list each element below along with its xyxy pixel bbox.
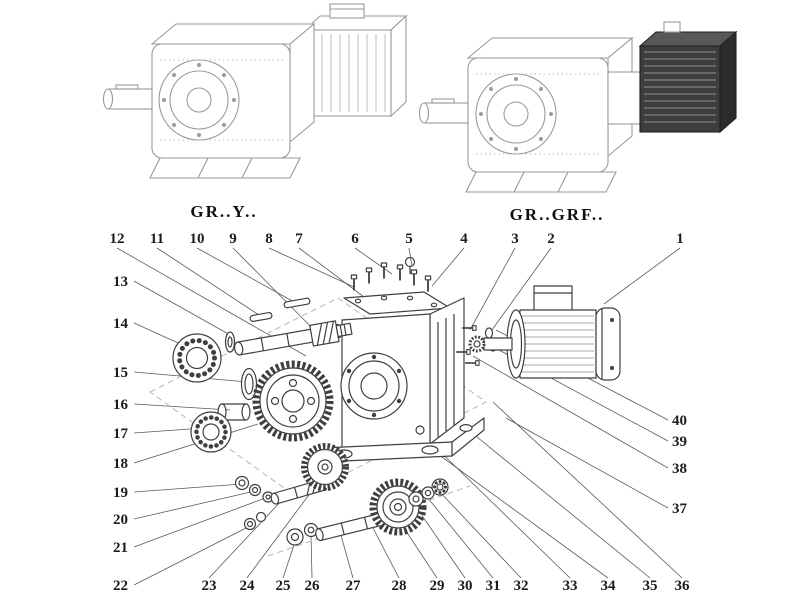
callout-40: 40 <box>672 413 687 429</box>
callout-34: 34 <box>601 578 617 594</box>
callout-11: 11 <box>150 231 164 247</box>
fan-cowl <box>595 307 621 381</box>
callout-37: 37 <box>672 501 688 517</box>
callout-38: 38 <box>672 461 687 477</box>
electric-motor <box>468 285 621 381</box>
callout-29: 29 <box>430 578 445 594</box>
callout-12: 12 <box>110 231 125 247</box>
motor-shaft <box>483 337 513 351</box>
callout-21: 21 <box>113 540 128 556</box>
callout-16: 16 <box>113 397 129 413</box>
bore-opening <box>340 352 408 420</box>
callout-30: 30 <box>458 578 473 594</box>
washers-circlips <box>234 475 274 531</box>
drain-plug <box>415 425 425 435</box>
model-title-left: GR..Y.. <box>190 202 257 221</box>
assembled-view-gr-grf <box>418 21 738 193</box>
callout-24: 24 <box>240 578 256 594</box>
motor-block <box>639 45 721 133</box>
callout-14: 14 <box>113 316 129 332</box>
callout-3: 3 <box>511 231 519 247</box>
callout-10: 10 <box>190 231 205 247</box>
callout-39: 39 <box>672 434 687 450</box>
terminal-box <box>533 285 573 313</box>
callout-1: 1 <box>676 231 684 247</box>
output-shaft <box>107 88 153 110</box>
cable-gland <box>663 21 681 33</box>
helical-gear-large <box>252 360 334 442</box>
intermediate-gear <box>301 443 349 491</box>
callout-35: 35 <box>643 578 658 594</box>
callout-8: 8 <box>265 231 273 247</box>
shaft-key <box>283 297 311 309</box>
callout-23: 23 <box>202 578 217 594</box>
bearing-cover <box>475 73 557 155</box>
callout-18: 18 <box>113 456 128 472</box>
shaft-washer <box>224 331 236 353</box>
output-gear <box>369 478 427 536</box>
ball-bearing-large <box>172 333 222 383</box>
eye-bolt <box>404 256 416 268</box>
model-title-right: GR..GRF.. <box>510 205 605 224</box>
callout-6: 6 <box>351 231 359 247</box>
output-washers <box>286 522 319 546</box>
callout-19: 19 <box>113 485 128 501</box>
callout-26: 26 <box>305 578 321 594</box>
callout-32: 32 <box>514 578 529 594</box>
output-shaft <box>423 102 469 124</box>
callout-7: 7 <box>295 231 303 247</box>
callout-22: 22 <box>113 578 128 594</box>
callout-36: 36 <box>675 578 691 594</box>
ball-bearing-small <box>190 411 232 453</box>
output-small-parts <box>408 478 449 507</box>
callout-13: 13 <box>113 274 128 290</box>
callout-27: 27 <box>346 578 362 594</box>
callout-labels: 12 11 10 9 8 7 6 5 4 3 2 1 13 14 15 16 1… <box>110 231 691 594</box>
callout-31: 31 <box>486 578 501 594</box>
input-shaft-assembly <box>224 297 353 356</box>
callout-15: 15 <box>113 365 128 381</box>
callout-25: 25 <box>276 578 291 594</box>
assembly-plane-guide <box>149 297 487 499</box>
exploded-view <box>149 256 621 557</box>
shaft-key <box>249 312 273 322</box>
gear-housing <box>321 256 485 463</box>
callout-28: 28 <box>392 578 407 594</box>
callout-33: 33 <box>563 578 578 594</box>
callout-9: 9 <box>229 231 237 247</box>
callout-4: 4 <box>460 231 468 247</box>
terminal-box <box>329 3 365 19</box>
callout-17: 17 <box>113 426 129 442</box>
callout-2: 2 <box>547 231 555 247</box>
bearing-cover <box>158 59 240 141</box>
callout-5: 5 <box>405 231 413 247</box>
seal-ring <box>240 367 258 401</box>
assembled-view-gr-y <box>102 3 408 179</box>
callout-20: 20 <box>113 512 128 528</box>
